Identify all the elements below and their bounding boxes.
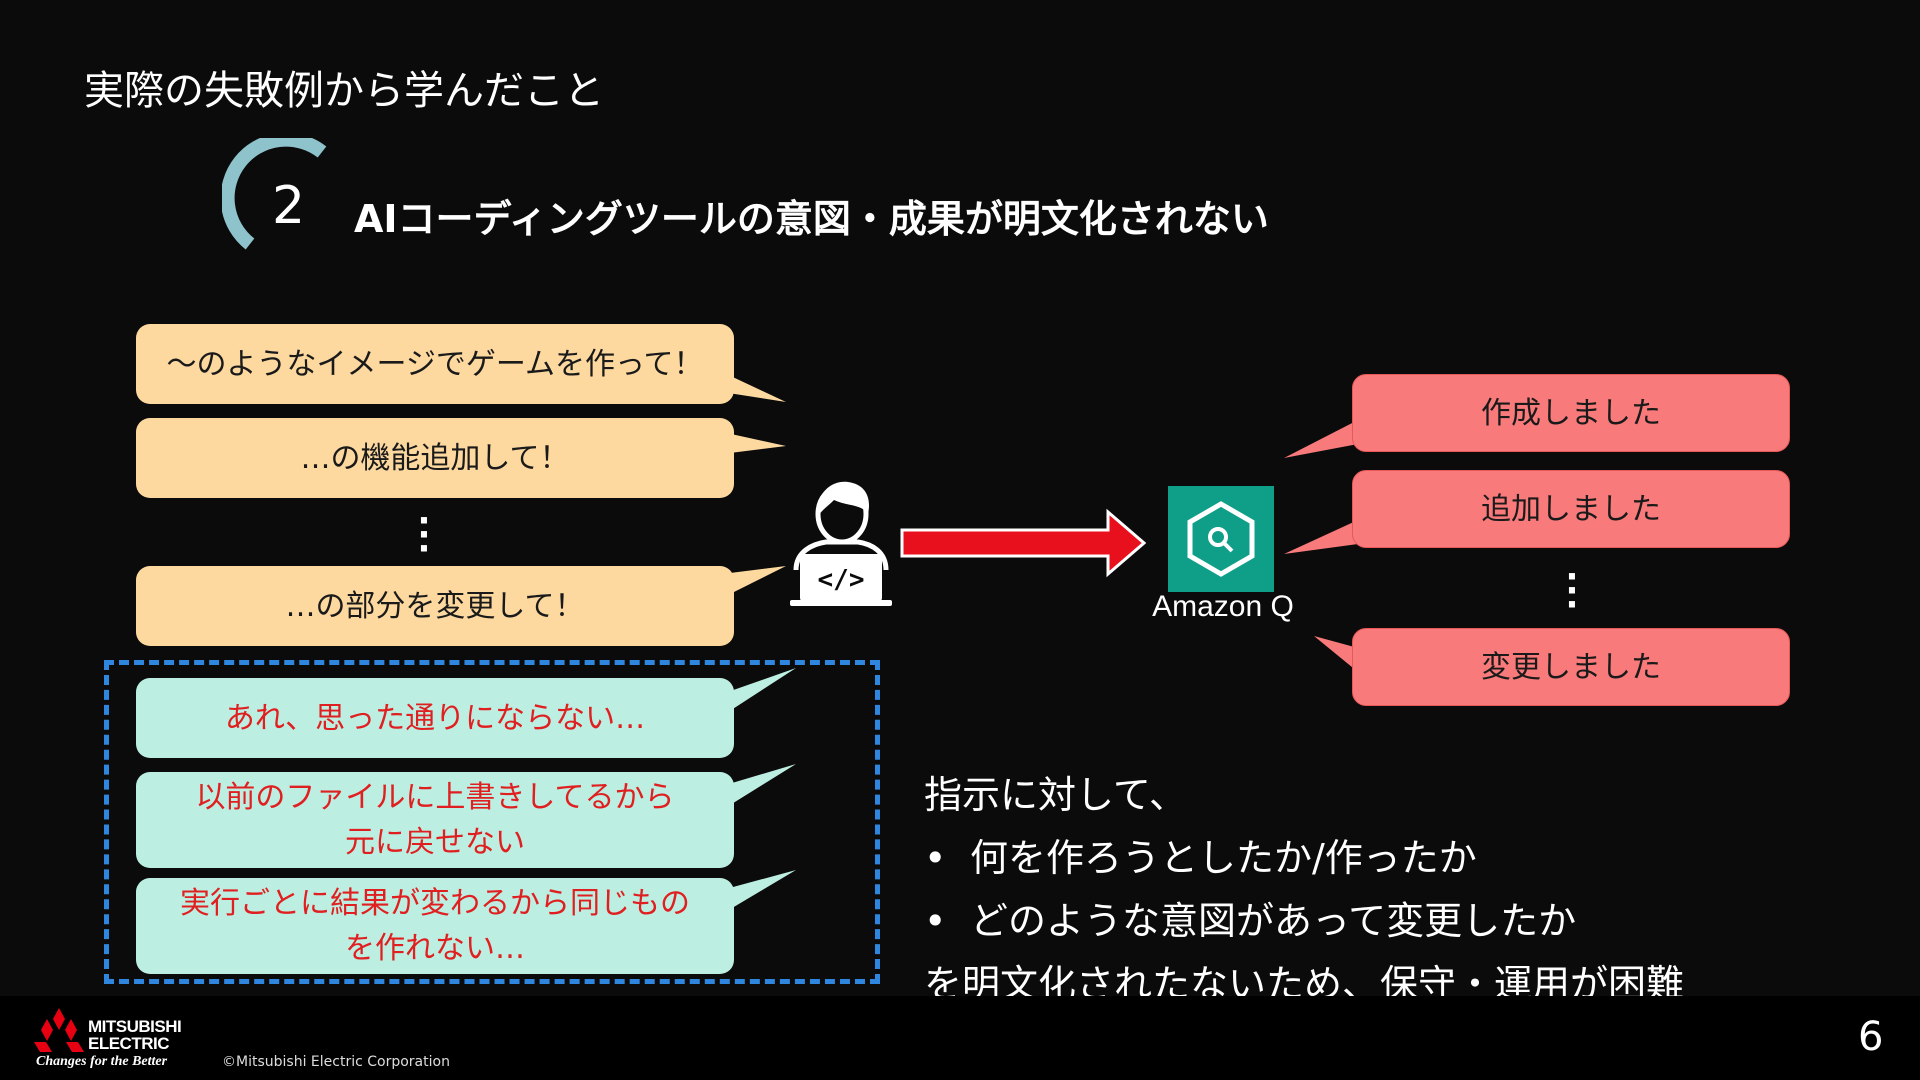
summary-intro: 指示に対して、 <box>924 773 1187 817</box>
mitsubishi-diamonds-logo <box>34 1008 84 1052</box>
svg-text:</>: </> <box>818 565 865 595</box>
response-bubble-added: 追加しました <box>1352 470 1790 548</box>
response-bubble-created: 作成しました <box>1352 374 1790 452</box>
reaction-line: 実行ごとに結果が変わるから同じもの <box>180 886 690 921</box>
amazon-q-logo <box>1168 486 1274 592</box>
developer-laptop-icon: </> <box>790 481 892 606</box>
reaction-bubble-unexpected: あれ、思った通りにならない… <box>136 678 734 758</box>
summary-bullet: •どのような意図があって変更したか <box>924 899 1577 943</box>
prompt-bubble-add: …の機能追加して！ <box>136 418 734 498</box>
page-number: 6 <box>1858 1014 1884 1060</box>
response-tail-1 <box>1284 420 1358 458</box>
reaction-bubble-overwrite: 以前のファイルに上書きしてるから元に戻せない <box>136 772 734 868</box>
summary-bullet: •何を作ろうとしたか/作ったか <box>924 836 1477 880</box>
amazon-q-label: Amazon Q <box>1152 590 1294 623</box>
brand-tagline: Changes for the Better <box>36 1054 168 1069</box>
response-bubble-changed: 変更しました <box>1352 628 1790 706</box>
response-tail-2 <box>1284 520 1358 554</box>
prompt-bubble-create: ～のようなイメージでゲームを作って！ <box>136 324 734 404</box>
summary-text: 指示に対して、 •何を作ろうとしたか/作ったか •どのような意図があって変更した… <box>924 764 1684 1016</box>
reaction-bubble-nondeterministic: 実行ごとに結果が変わるから同じものを作れない… <box>136 878 734 974</box>
copyright: ©Mitsubishi Electric Corporation <box>222 1054 450 1070</box>
response-ellipsis-icon: ··· <box>1565 557 1579 625</box>
prompt-ellipsis-icon: ··· <box>417 501 431 569</box>
reaction-line: 以前のファイルに上書きしてるから <box>195 780 675 815</box>
amazon-q-hexagon-icon <box>1187 501 1255 577</box>
reaction-frame <box>104 660 880 984</box>
brand-name: MITSUBISHI ELECTRIC <box>88 1017 182 1053</box>
section-number: 2 <box>272 176 306 236</box>
section-arc-icon <box>222 138 327 250</box>
reaction-line: 元に戻せない <box>344 825 525 860</box>
reaction-line: あれ、思った通りにならない… <box>224 700 646 736</box>
arrow-right-icon <box>900 508 1146 578</box>
footer-bar <box>0 996 1920 1080</box>
prompt-bubble-change: …の部分を変更して！ <box>136 566 734 646</box>
reaction-line: を作れない… <box>345 931 525 966</box>
section-heading: AIコーディングツールの意図・成果が明文化されない <box>354 197 1269 241</box>
slide-title: 実際の失敗例から学んだこと <box>84 68 604 114</box>
